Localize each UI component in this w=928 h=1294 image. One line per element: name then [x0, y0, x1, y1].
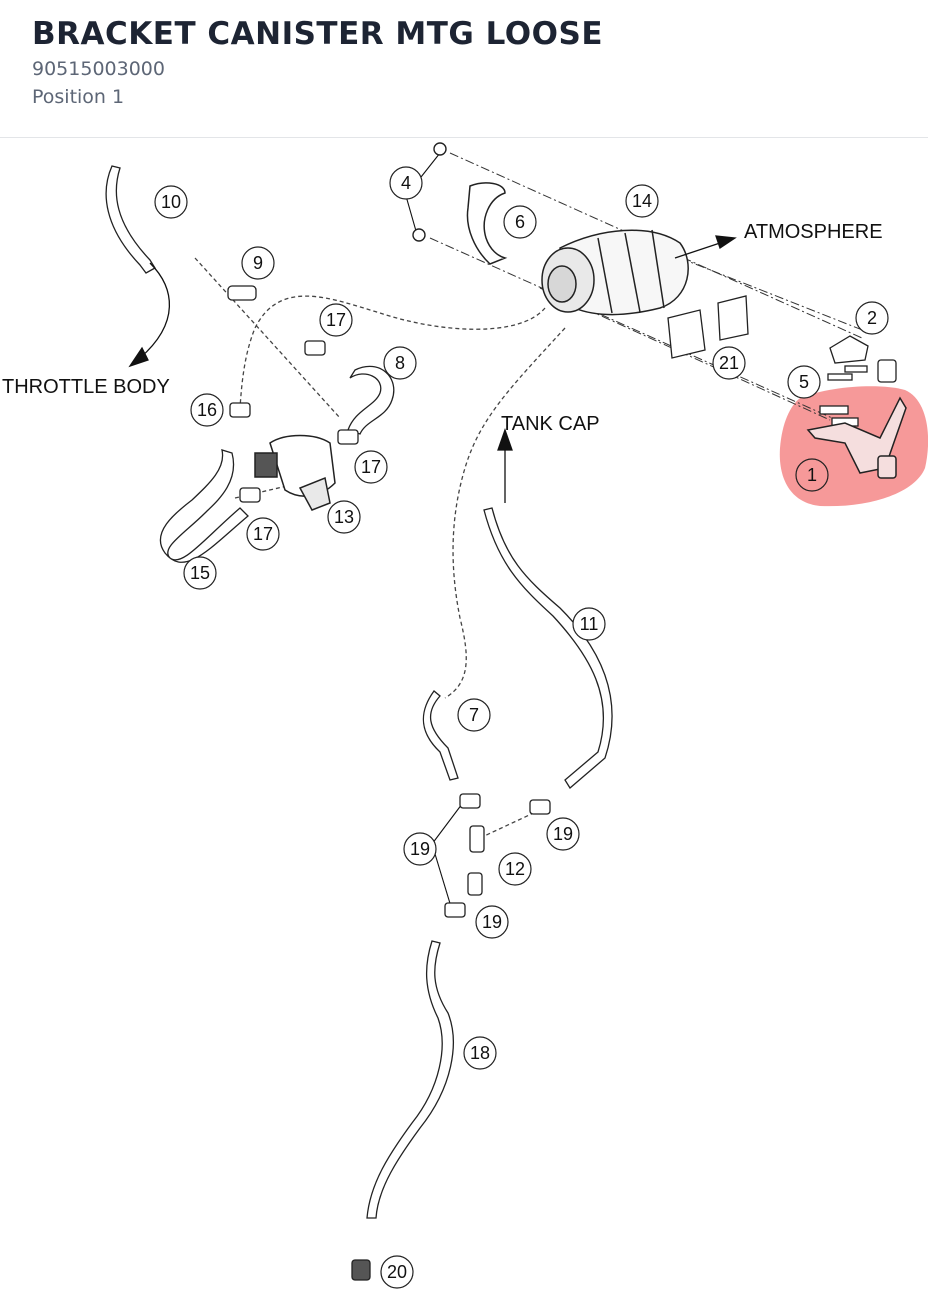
callout-6[interactable]: 6: [503, 205, 537, 239]
callout-19-a[interactable]: 19: [403, 832, 437, 866]
svg-text:17: 17: [326, 310, 346, 330]
svg-text:9: 9: [253, 253, 263, 273]
svg-text:1: 1: [807, 465, 817, 485]
svg-text:15: 15: [190, 563, 210, 583]
bracket-2: [819, 335, 897, 427]
callout-13[interactable]: 13: [327, 500, 361, 534]
callout-15[interactable]: 15: [183, 556, 217, 590]
svg-text:6: 6: [515, 212, 525, 232]
page-title: BRACKET CANISTER MTG LOOSE: [32, 16, 603, 52]
hose-11: [483, 507, 613, 789]
callout-11[interactable]: 11: [572, 607, 606, 641]
svg-text:19: 19: [410, 839, 430, 859]
callout-2[interactable]: 2: [855, 301, 889, 335]
svg-text:14: 14: [632, 191, 652, 211]
hose-10: [105, 165, 156, 274]
callout-18[interactable]: 18: [463, 1036, 497, 1070]
callout-16[interactable]: 16: [190, 393, 224, 427]
svg-text:19: 19: [553, 824, 573, 844]
canister-14: [541, 229, 689, 316]
callout-5[interactable]: 5: [787, 365, 821, 399]
svg-text:10: 10: [161, 192, 181, 212]
hose-15: [159, 449, 249, 563]
svg-text:13: 13: [334, 507, 354, 527]
svg-text:20: 20: [387, 1262, 407, 1282]
svg-text:11: 11: [580, 614, 599, 634]
parts-diagram: ATMOSPHERE THROTTLE BODY TANK CAP 1 2 4 …: [0, 138, 928, 1290]
svg-text:8: 8: [395, 353, 405, 373]
annotation-labels: ATMOSPHERE THROTTLE BODY TANK CAP: [2, 221, 883, 435]
callout-10[interactable]: 10: [154, 185, 188, 219]
atmosphere-label: ATMOSPHERE: [744, 221, 883, 243]
parts-diagram-svg: ATMOSPHERE THROTTLE BODY TANK CAP 1 2 4 …: [2, 142, 928, 1289]
callout-4[interactable]: 4: [389, 166, 423, 200]
svg-text:17: 17: [361, 457, 381, 477]
leader-lines: [405, 152, 466, 911]
page-header: BRACKET CANISTER MTG LOOSE 90515003000 P…: [0, 0, 928, 138]
hoses: [105, 165, 613, 1219]
svg-text:12: 12: [505, 859, 525, 879]
svg-text:19: 19: [482, 912, 502, 932]
callout-17-a[interactable]: 17: [319, 303, 353, 337]
svg-text:4: 4: [401, 173, 411, 193]
callout-20[interactable]: 20: [380, 1255, 414, 1289]
screws-4: [412, 142, 447, 242]
callout-7[interactable]: 7: [457, 698, 491, 732]
hose-18: [366, 940, 454, 1219]
pads-21: [667, 295, 749, 359]
callout-8[interactable]: 8: [383, 346, 417, 380]
callout-17-c[interactable]: 17: [246, 517, 280, 551]
callout-12[interactable]: 12: [498, 852, 532, 886]
throttle-body-label: THROTTLE BODY: [2, 376, 170, 398]
dashed-routing: [194, 257, 566, 839]
callout-14[interactable]: 14: [625, 184, 659, 218]
callout-1[interactable]: 1: [795, 458, 829, 492]
callout-19-c[interactable]: 19: [475, 905, 509, 939]
svg-text:7: 7: [469, 705, 479, 725]
svg-text:18: 18: [470, 1043, 490, 1063]
callout-19-b[interactable]: 19: [546, 817, 580, 851]
part-number: 90515003000: [32, 58, 165, 80]
clamps: [227, 285, 551, 1281]
callout-9[interactable]: 9: [241, 246, 275, 280]
svg-text:21: 21: [719, 353, 739, 373]
bracket-6: [466, 182, 508, 265]
annotation-arrows: [128, 235, 737, 503]
callout-21[interactable]: 21: [712, 346, 746, 380]
position-label: Position 1: [32, 86, 125, 108]
callout-17-b[interactable]: 17: [354, 450, 388, 484]
svg-text:2: 2: [867, 308, 877, 328]
svg-text:5: 5: [799, 372, 809, 392]
svg-text:16: 16: [197, 400, 217, 420]
arrow-head-throttle: [128, 346, 149, 368]
arrow-head-atmosphere: [715, 235, 737, 250]
callouts: 1 2 4 5 6 7 8 9 10 11 12 13 14 15 16 17 …: [154, 166, 889, 1289]
hose-7: [422, 690, 459, 781]
arrow-head-tank: [497, 428, 513, 451]
bracket-1: [806, 396, 907, 479]
tank-cap-label: TANK CAP: [501, 413, 600, 435]
hose-8: [347, 365, 395, 435]
svg-text:17: 17: [253, 524, 273, 544]
purge-valve-13: [254, 434, 336, 511]
